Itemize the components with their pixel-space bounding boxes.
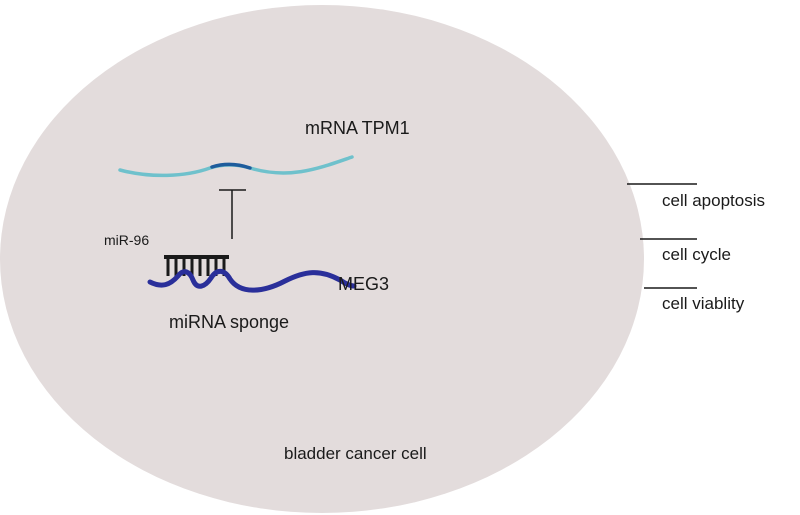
- mirna-sponge-label: miRNA sponge: [169, 312, 289, 332]
- bladder-cancer-cell-body: [0, 5, 644, 513]
- meg3-label: MEG3: [338, 274, 389, 294]
- mir-96-label: miR-96: [104, 232, 149, 248]
- mrna-binding-site: [210, 162, 252, 170]
- outcome-cycle-label: cell cycle: [662, 245, 731, 264]
- mrna-tpm1-label: mRNA TPM1: [305, 118, 410, 138]
- outcome-viability-label: cell viablity: [662, 294, 745, 313]
- meg3-strand: [147, 268, 357, 293]
- outcome-apoptosis-label: cell apoptosis: [662, 191, 765, 210]
- bladder-cancer-cell-label: bladder cancer cell: [284, 444, 427, 463]
